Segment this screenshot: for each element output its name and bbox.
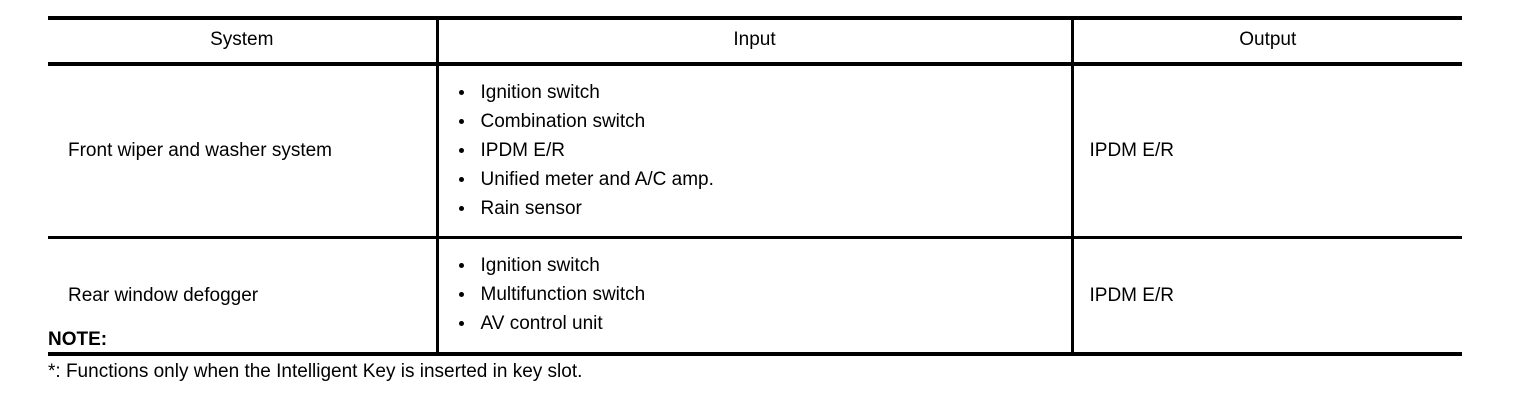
list-item: Combination switch [453, 108, 1071, 137]
output-value: IPDM E/R [1089, 140, 1174, 162]
cell-system: Front wiper and washer system [48, 64, 437, 240]
list-item: IPDM E/R [453, 137, 1071, 166]
input-list: Ignition switch Multifunction switch AV … [439, 239, 1071, 352]
cell-output: IPDM E/R [1070, 237, 1462, 357]
bullet-icon [458, 147, 464, 153]
column-header-output: Output [1070, 16, 1462, 66]
list-item: Multifunction switch [453, 281, 1071, 310]
list-item-label: Ignition switch [480, 82, 600, 103]
list-item-label: Combination switch [480, 110, 646, 132]
system-input-output-table: System Input Output Front wiper and wash… [48, 16, 1462, 357]
list-item-label: AV control unit [480, 313, 603, 335]
list-item-label: Ignition switch [480, 255, 600, 277]
input-list: Ignition switch Combination switch IPDM … [439, 66, 1071, 236]
output-value: IPDM E/R [1089, 284, 1174, 306]
table-row: Front wiper and washer system Ignition s… [48, 64, 1462, 240]
list-item-label: IPDM E/R [480, 139, 565, 161]
bullet-icon [458, 90, 464, 96]
table-header: System Input Output [48, 16, 1462, 66]
list-item: AV control unit [453, 310, 1071, 339]
cell-input: Ignition switch Combination switch IPDM … [435, 64, 1072, 240]
bullet-icon [458, 176, 464, 182]
table-row: Rear window defogger Ignition switch Mul… [48, 237, 1462, 357]
list-item: Ignition switch [453, 252, 1071, 281]
cell-system: Rear window defogger [48, 237, 437, 357]
list-item-label: Multifunction switch [480, 284, 646, 306]
column-header-input: Input [435, 16, 1072, 66]
list-item: Unified meter and A/C amp. [453, 166, 1071, 195]
system-name: Rear window defogger [68, 284, 259, 306]
note-title: NOTE: [48, 329, 108, 350]
bullet-icon [458, 321, 464, 327]
list-item-label: Unified meter and A/C amp. [480, 168, 714, 190]
column-header-system: System [48, 16, 437, 66]
note-footnote: *: Functions only when the Intelligent K… [48, 360, 583, 382]
bullet-icon [458, 118, 464, 124]
cell-output: IPDM E/R [1070, 64, 1462, 240]
table-header-row: System Input Output [48, 16, 1462, 66]
list-item-label: Rain sensor [480, 197, 582, 219]
table-body: Front wiper and washer system Ignition s… [48, 64, 1462, 357]
bullet-icon [458, 205, 464, 211]
list-item: Ignition switch [453, 79, 1071, 108]
bullet-icon [458, 263, 464, 269]
cell-input: Ignition switch Multifunction switch AV … [435, 237, 1072, 357]
system-name: Front wiper and washer system [68, 140, 332, 162]
list-item: Rain sensor [453, 195, 1071, 224]
spec-table: System Input Output Front wiper and wash… [48, 16, 1462, 357]
bullet-icon [458, 292, 464, 298]
note-block: NOTE: *: Functions only when the Intelli… [48, 329, 1462, 383]
